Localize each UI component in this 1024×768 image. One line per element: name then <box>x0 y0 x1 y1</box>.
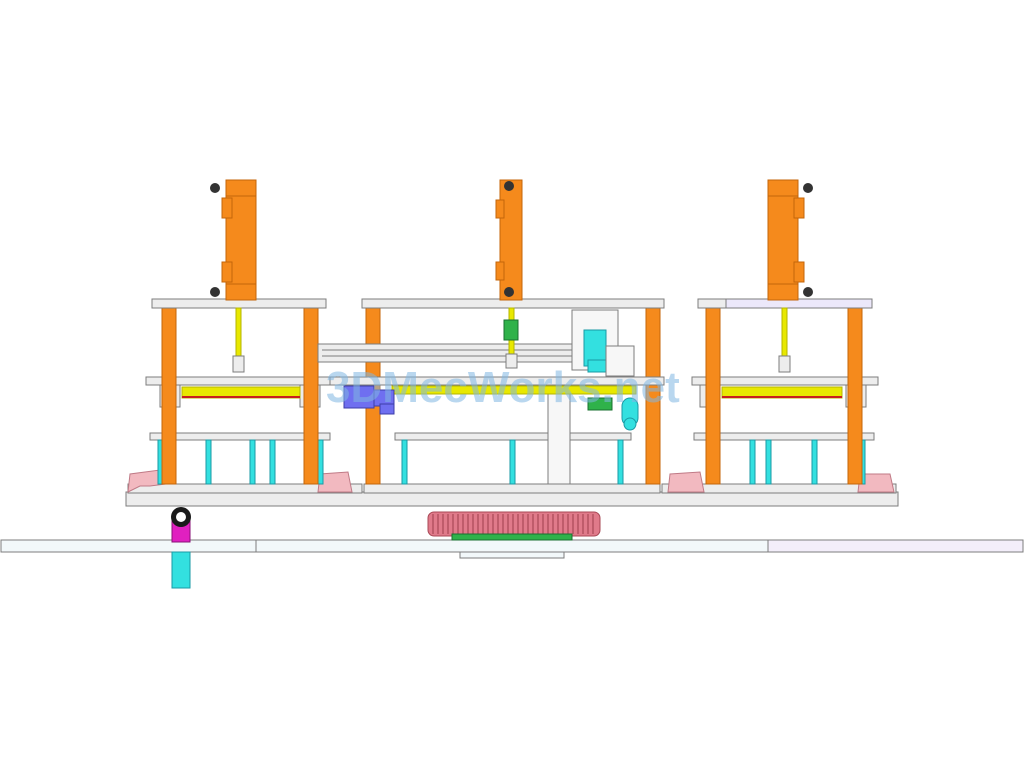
gear-tooth <box>462 514 464 534</box>
gear-tooth <box>442 514 444 534</box>
center-cylinder <box>495 179 523 301</box>
left-station <box>145 179 337 485</box>
right-column-a <box>705 307 721 485</box>
gear-tooth <box>517 514 519 534</box>
gear-tooth <box>547 514 549 534</box>
gear-tooth <box>582 514 584 534</box>
right-lower-plate <box>693 432 875 441</box>
gear-tooth <box>512 514 514 534</box>
watermark-text: 3DMecWorks.net <box>326 363 680 412</box>
gear-tooth <box>447 514 449 534</box>
right-cylinder <box>767 179 813 301</box>
gear-tooth <box>562 514 564 534</box>
gear-tooth <box>497 514 499 534</box>
gear-tooth <box>477 514 479 534</box>
gear-tooth <box>472 514 474 534</box>
gear-tooth <box>587 514 589 534</box>
gear-tooth <box>437 514 439 534</box>
left-lower-plate <box>149 432 331 441</box>
center-lower-plate <box>394 432 632 441</box>
gear-tooth <box>542 514 544 534</box>
main-bed-plate <box>125 483 899 507</box>
gear-tooth <box>487 514 489 534</box>
gear-tooth <box>507 514 509 534</box>
right-middle-plate <box>691 376 879 386</box>
gear-tooth <box>557 514 559 534</box>
base-rail <box>0 539 1024 559</box>
green-valve <box>503 319 519 341</box>
rotary-gear <box>427 511 601 541</box>
gear-tooth <box>577 514 579 534</box>
left-column-a <box>161 307 177 485</box>
right-column-b <box>847 307 863 485</box>
right-station <box>691 179 879 485</box>
gear-tooth <box>527 514 529 534</box>
gear-tooth <box>432 514 434 534</box>
gear-tooth <box>482 514 484 534</box>
pink-clamp-right-inner <box>667 471 705 493</box>
gear-tooth <box>502 514 504 534</box>
gear-tooth <box>537 514 539 534</box>
center-station <box>317 179 665 485</box>
gear-tooth <box>532 514 534 534</box>
gear-tooth <box>572 514 574 534</box>
sensor-post <box>171 507 191 589</box>
gear-tooth <box>492 514 494 534</box>
gear-tooth <box>452 514 454 534</box>
gear-tooth <box>457 514 459 534</box>
gear-tooth <box>467 514 469 534</box>
gear-tooth <box>552 514 554 534</box>
blue-motor <box>343 385 395 415</box>
cyan-gripper-module <box>571 309 639 431</box>
left-column-b <box>303 307 319 485</box>
gear-tooth <box>522 514 524 534</box>
gear-tooth <box>567 514 569 534</box>
left-cylinder <box>210 179 257 301</box>
gear-tooth <box>592 514 594 534</box>
